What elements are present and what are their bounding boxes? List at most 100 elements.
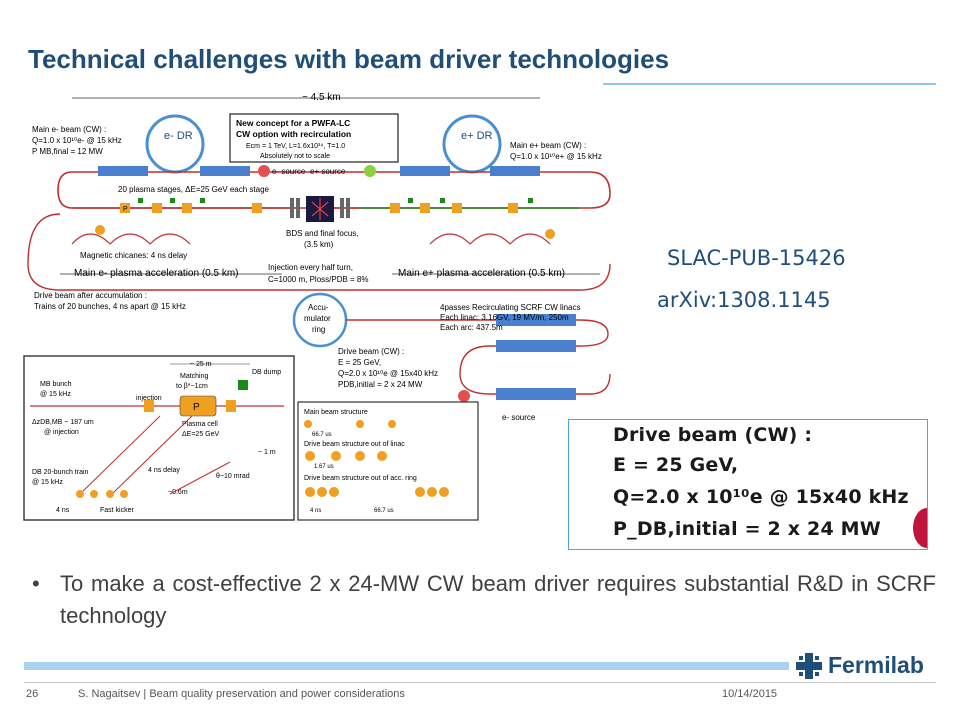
p-source-dot bbox=[364, 165, 376, 177]
main-e-beam: Main e- beam (CW) : bbox=[32, 125, 106, 134]
title-rule bbox=[603, 83, 936, 85]
linac-segment bbox=[200, 166, 250, 176]
drive-beam-inset: Drive beam (CW) : E = 25 GeV, Q=2.0 x 10… bbox=[568, 419, 928, 550]
plasma-cell bbox=[179, 395, 217, 417]
acc-667-label: 66.7 us bbox=[374, 508, 394, 514]
fermilab-logo: Fermilab bbox=[796, 652, 924, 679]
e-source-dot bbox=[258, 165, 270, 177]
concept-line2: CW option with recirculation bbox=[236, 129, 351, 139]
accumulator-l3: ring bbox=[312, 325, 325, 334]
e-source-bottom-dot bbox=[458, 390, 470, 402]
trains-label: Trains of 20 bunches, 4 ns apart @ 15 kH… bbox=[34, 302, 186, 311]
concept-line4: Absolutely not to scale bbox=[260, 153, 330, 160]
p-plasma-stages bbox=[390, 198, 533, 213]
injection-c-label: C=1000 m, Ploss/PDB = 8% bbox=[268, 275, 369, 284]
arxiv-reference: arXiv:1308.1145 bbox=[657, 288, 831, 312]
bds-label: BDS and final focus, bbox=[286, 229, 358, 238]
linac-167-label: 1.67 us bbox=[314, 464, 334, 470]
slac-pub-reference: SLAC-PUB-15426 bbox=[667, 246, 846, 270]
injection-label: Injection every half turn, bbox=[268, 263, 353, 272]
linac-segment bbox=[490, 166, 540, 176]
accumulator-l1: Accu- bbox=[308, 303, 329, 312]
beta-label: to β*~1cm bbox=[176, 383, 208, 390]
mb-rate: @ 15 kHz bbox=[40, 391, 71, 398]
delay-4ns-label: 4 ns delay bbox=[148, 467, 180, 474]
linac-label: Each linac: 3.16GV, 19 MV/m, 250m bbox=[440, 313, 569, 322]
db-rate-label: @ 15 kHz bbox=[32, 479, 63, 486]
acc-4ns-label: 4 ns bbox=[310, 508, 321, 514]
inset-line-1: Drive beam (CW) : bbox=[613, 424, 813, 446]
bds-len: (3.5 km) bbox=[304, 240, 334, 249]
footer-rule bbox=[24, 682, 936, 683]
four-ns-label: 4 ns bbox=[56, 507, 70, 514]
main-66-label: 66.7 us bbox=[312, 432, 332, 438]
beam-structure-box bbox=[297, 401, 479, 521]
main-p-q: Q=1.0 x 10¹⁰e+ @ 15 kHz bbox=[510, 152, 602, 161]
slide-title: Technical challenges with beam driver te… bbox=[28, 44, 670, 74]
inset-line-4: P_DB,initial = 2 x 24 MW bbox=[613, 518, 881, 540]
theta-label: θ~10 mrad bbox=[216, 473, 250, 480]
inset-line-3: Q=2.0 x 10¹⁰e @ 15x40 kHz bbox=[613, 486, 909, 508]
at-injection-label: @ injection bbox=[44, 429, 79, 436]
sub-25m: ~ 25 m bbox=[190, 361, 212, 368]
scrf-linac bbox=[496, 340, 576, 352]
stage-p: P bbox=[123, 206, 128, 213]
page-number: 26 bbox=[26, 688, 39, 700]
p-dr-label: e+ DR bbox=[461, 130, 493, 142]
drive-p-label: PDB,initial = 2 x 24 MW bbox=[338, 380, 423, 389]
plasma-de-label: ΔE=25 GeV bbox=[182, 431, 220, 438]
accumulator-l2: mulator bbox=[304, 314, 331, 323]
pwfa-lc-diagram: ~ 4.5 km e- DR e+ DR New concept for a P… bbox=[23, 92, 611, 521]
dz-label: ΔzDB,MB ~ 187 um bbox=[32, 419, 94, 426]
fast-kicker-label: Fast kicker bbox=[100, 507, 135, 514]
linac-segment bbox=[400, 166, 450, 176]
chicanes-label: Magnetic chicanes: 4 ns delay bbox=[80, 251, 187, 260]
drive-linac-label: Drive beam structure out of linac bbox=[304, 441, 405, 448]
main-e-q: Q=1.0 x 10¹⁰e- @ 15 kHz bbox=[32, 136, 122, 145]
bullet-dot-icon: • bbox=[32, 571, 40, 596]
concept-box bbox=[229, 113, 399, 163]
p-source-label: e+ source bbox=[310, 167, 346, 176]
matching-label: Matching bbox=[180, 373, 209, 380]
concept-line3: Ecm = 1 TeV, L=1.6x10³⁴, T=1.0 bbox=[246, 143, 345, 150]
drive-cw-label: Drive beam (CW) : bbox=[338, 347, 404, 356]
fermilab-mark-icon bbox=[796, 652, 822, 679]
drive-q-label: Q=2.0 x 10¹⁰e @ 15x40 kHz bbox=[338, 369, 438, 378]
plasma-stages-label: 20 plasma stages, ΔE=25 GeV each stage bbox=[118, 185, 270, 194]
fermilab-logo-text: Fermilab bbox=[828, 652, 924, 678]
main-p-beam: Main e+ beam (CW) : bbox=[510, 141, 586, 150]
db-dump-block bbox=[238, 380, 248, 390]
db-dump-label: DB dump bbox=[252, 369, 281, 376]
main-e-accel-label: Main e- plasma acceleration (0.5 km) bbox=[74, 268, 239, 279]
e-plasma-stages bbox=[120, 198, 262, 213]
e-dr-label: e- DR bbox=[164, 130, 193, 142]
footer-bar bbox=[24, 662, 789, 670]
interaction-point bbox=[290, 196, 350, 222]
footer-date: 10/14/2015 bbox=[722, 688, 778, 700]
concept-line1: New concept for a PWFA-LC bbox=[236, 118, 350, 128]
drive-after-label: Drive beam after accumulation : bbox=[34, 291, 147, 300]
linac-segment bbox=[98, 166, 148, 176]
main-p-accel-label: Main e+ plasma acceleration (0.5 km) bbox=[398, 268, 565, 279]
plasma-cell-p: P bbox=[193, 402, 200, 413]
scrf-linac bbox=[496, 314, 576, 326]
scrf-linac bbox=[496, 388, 576, 400]
injection-detail-box bbox=[23, 355, 295, 521]
sub-06m-label: ~0.6m bbox=[168, 489, 188, 496]
drive-e-label: E = 25 GeV, bbox=[338, 358, 381, 367]
drive-acc-label: Drive beam structure out of acc. ring bbox=[304, 475, 417, 482]
inset-edge-marker bbox=[913, 508, 927, 548]
inset-line-2: E = 25 GeV, bbox=[613, 454, 739, 476]
bullet-text: To make a cost-effective 2 x 24-MW CW be… bbox=[60, 571, 936, 628]
p-damping-ring bbox=[442, 114, 502, 174]
plasma-cell-label: Plasma cell bbox=[182, 421, 218, 428]
main-structure-label: Main beam structure bbox=[304, 409, 368, 416]
e-source-bottom-label: e- source bbox=[502, 413, 536, 422]
e-source-label: e- source bbox=[272, 167, 306, 176]
length-label: ~ 4.5 km bbox=[302, 92, 341, 103]
e-damping-ring bbox=[145, 114, 205, 174]
db-train-label: DB 20-bunch train bbox=[32, 469, 89, 476]
mb-bunch: MB bunch bbox=[40, 381, 72, 388]
passes-label: 4passes Recirculating SCRF CW linacs bbox=[440, 303, 581, 312]
injection-detail-label: injection bbox=[136, 395, 162, 402]
